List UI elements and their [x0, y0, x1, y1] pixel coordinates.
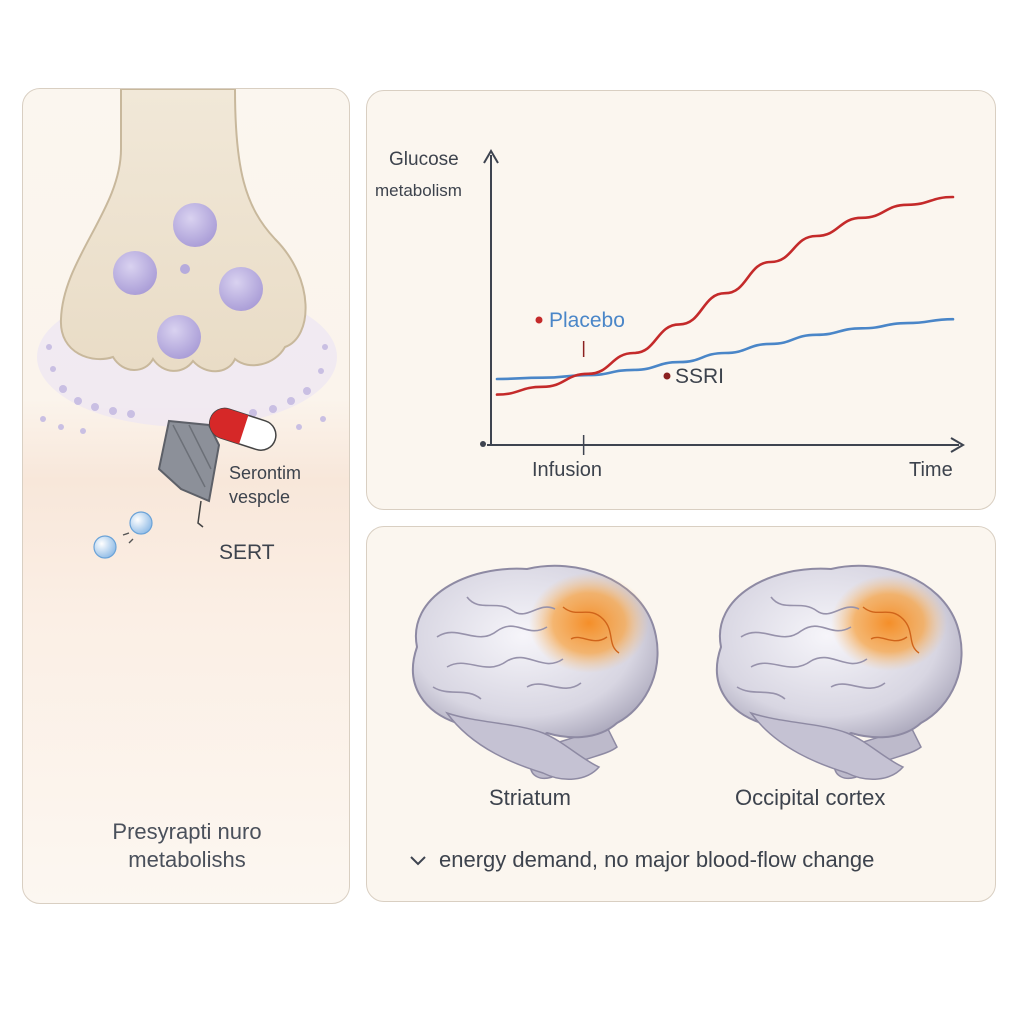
ssri-capsule — [208, 407, 277, 451]
y-axis-arrow — [483, 149, 499, 164]
origin-dot — [480, 441, 486, 447]
brain-occipital-cortex — [715, 564, 963, 780]
membrane-dots — [40, 344, 328, 434]
brain-illustrations — [410, 564, 963, 866]
brain-striatum — [411, 564, 659, 780]
chart-panel: Glucose metabolism Placebo SSRI Infusion… — [366, 90, 996, 510]
striatum-label: Striatum — [489, 785, 571, 810]
vesicle-label-line1: Serontim — [229, 463, 302, 483]
sert-label: SERT — [219, 541, 275, 564]
placebo-legend-dot — [535, 316, 543, 324]
infusion-label: Infusion — [532, 459, 603, 481]
vesicle-label-line2: vespcle — [229, 487, 291, 507]
occipital-cortex-label: Occipital cortex — [735, 785, 886, 810]
x-axis-label: Time — [909, 459, 953, 481]
y-axis-label-line1: Glucose — [389, 149, 459, 170]
series-line-ssri — [495, 195, 955, 396]
placebo-label: Placebo — [549, 309, 625, 332]
panel-caption-line2: metabolishs — [128, 847, 246, 872]
neuron-illustration — [37, 89, 337, 559]
series-layer — [495, 195, 955, 396]
y-axis-label-line2: metabolism — [375, 181, 462, 200]
panel-caption-line1: Presyrapti nuro — [112, 819, 262, 844]
brain-panel: Striatum Occipital cortex energy demand,… — [366, 526, 996, 902]
serotonin-molecule — [129, 511, 153, 535]
sert-transporter — [157, 419, 221, 503]
serotonin-molecule — [93, 535, 117, 559]
striatum-highlight — [529, 573, 649, 673]
occipital-highlight — [831, 575, 947, 671]
footer-text: energy demand, no major blood-flow chang… — [439, 847, 875, 872]
chart-axes — [480, 149, 965, 453]
vesicle-group — [113, 203, 263, 359]
line-chart — [480, 149, 965, 455]
ssri-label: SSRI — [675, 365, 725, 388]
neuron-panel: Serontim vespcle SERT Presyrapti nuro me… — [22, 88, 350, 904]
ssri-legend-dot — [663, 372, 671, 380]
x-axis-arrow — [950, 437, 965, 453]
chevron-down-icon — [410, 856, 426, 866]
